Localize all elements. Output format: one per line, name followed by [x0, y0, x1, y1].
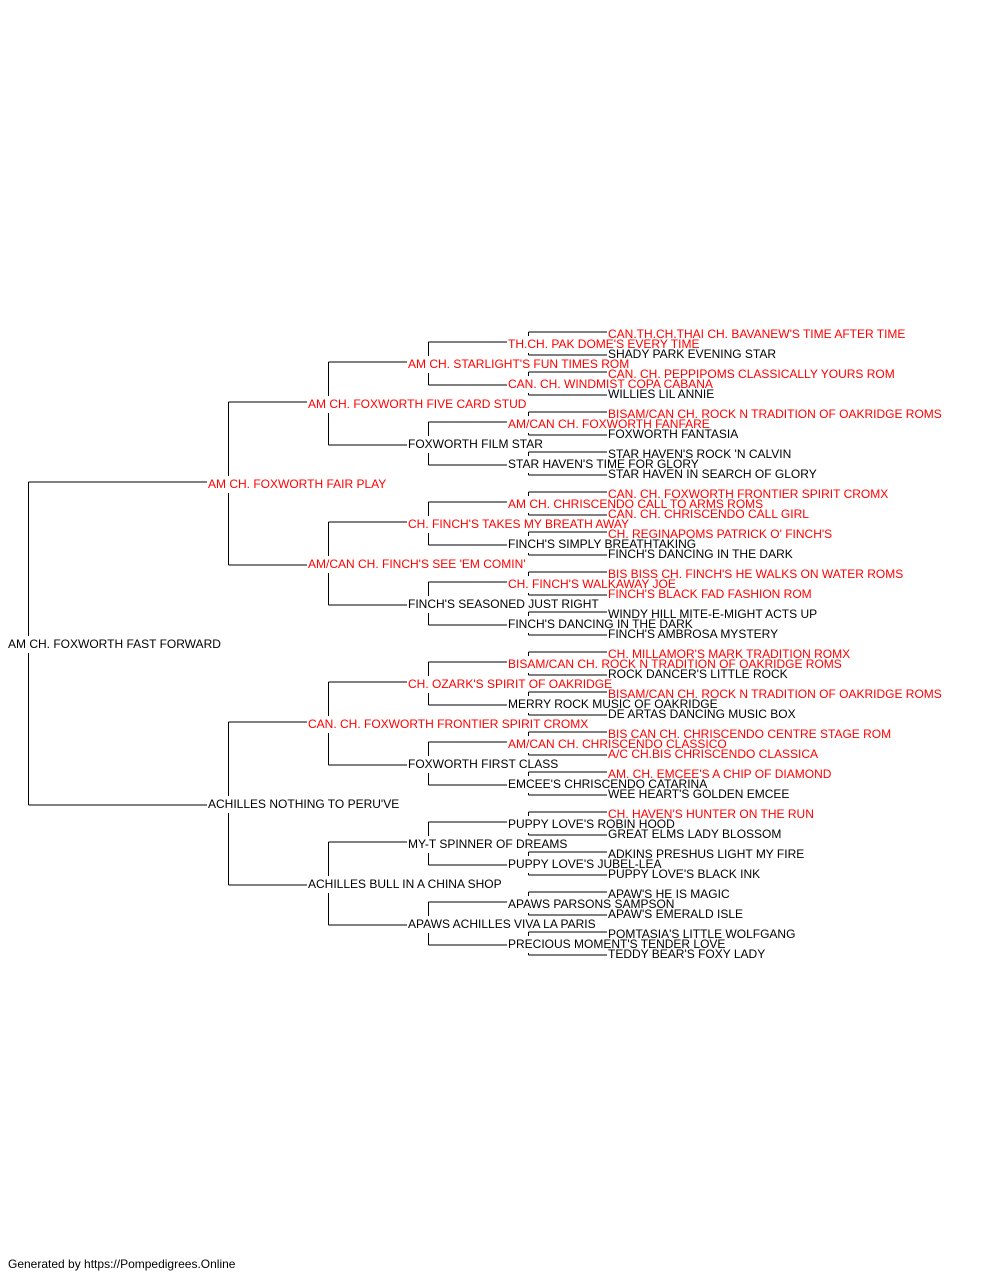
ancestor-name: AM CH. FOXWORTH FAST FORWARD — [8, 637, 221, 651]
ancestor-name: STAR HAVEN'S TIME FOR GLORY — [508, 457, 699, 471]
ancestor-name: FINCH'S BLACK FAD FASHION ROM — [608, 587, 812, 601]
ancestor-name: AM. CH. EMCEE'S A CHIP OF DIAMOND — [608, 767, 832, 781]
ancestor-name: AM CH. FOXWORTH FAIR PLAY — [208, 477, 386, 491]
ancestor-name: A/C CH.BIS CHRISCENDO CLASSICA — [608, 747, 818, 761]
ancestor-name: CAN. CH. FOXWORTH FRONTIER SPIRIT CROMX — [608, 487, 888, 501]
ancestor-name: CAN. CH. WINDMIST COPA CABANA — [508, 377, 713, 391]
ancestor-name: MERRY ROCK MUSIC OF OAKRIDGE — [508, 697, 718, 711]
ancestor-name: AM CH. STARLIGHT'S FUN TIMES ROM — [408, 357, 629, 371]
ancestor-name: ACHILLES NOTHING TO PERU'VE — [208, 797, 399, 811]
ancestor-name: AM CH. CHRISCENDO CALL TO ARMS ROMS — [508, 497, 763, 511]
ancestor-name: AM/CAN CH. FOXWORTH FANFARE — [508, 417, 710, 431]
ancestor-name: WILLIES LIL ANNIE — [608, 387, 714, 401]
ancestor-name: FOXWORTH FANTASIA — [608, 427, 738, 441]
ancestor-name: CAN. CH. PEPPIPOMS CLASSICALLY YOURS ROM — [608, 367, 895, 381]
ancestor-name: CH. MILLAMOR'S MARK TRADITION ROMX — [608, 647, 850, 661]
ancestor-name: FINCH'S AMBROSA MYSTERY — [608, 627, 778, 641]
ancestor-name: ADKINS PRESHUS LIGHT MY FIRE — [608, 847, 804, 861]
ancestor-name: ACHILLES BULL IN A CHINA SHOP — [308, 877, 502, 891]
ancestor-name: CH. REGINAPOMS PATRICK O' FINCH'S — [608, 527, 832, 541]
ancestor-name: PUPPY LOVE'S ROBIN HOOD — [508, 817, 675, 831]
ancestor-name: CAN.TH.CH.THAI CH. BAVANEW'S TIME AFTER … — [608, 327, 905, 341]
ancestor-name: ROCK DANCER'S LITTLE ROCK — [608, 667, 788, 681]
ancestor-name: WINDY HILL MITE-E-MIGHT ACTS UP — [608, 607, 817, 621]
ancestor-name: GREAT ELMS LADY BLOSSOM — [608, 827, 781, 841]
ancestor-name: BIS CAN CH. CHRISCENDO CENTRE STAGE ROM — [608, 727, 891, 741]
ancestor-name: FOXWORTH FILM STAR — [408, 437, 543, 451]
ancestor-name: TEDDY BEAR'S FOXY LADY — [608, 947, 765, 961]
ancestor-name: BISAM/CAN CH. ROCK N TRADITION OF OAKRID… — [608, 407, 942, 421]
ancestor-name: CH. HAVEN'S HUNTER ON THE RUN — [608, 807, 814, 821]
ancestor-name: BISAM/CAN CH. ROCK N TRADITION OF OAKRID… — [608, 687, 942, 701]
ancestor-name: SHADY PARK EVENING STAR — [608, 347, 776, 361]
ancestor-name: FINCH'S DANCING IN THE DARK — [508, 617, 693, 631]
ancestor-name: STAR HAVEN'S ROCK 'N CALVIN — [608, 447, 791, 461]
ancestor-name: BISAM/CAN CH. ROCK N TRADITION OF OAKRID… — [508, 657, 842, 671]
ancestor-name: APAW'S EMERALD ISLE — [608, 907, 743, 921]
ancestor-name: AM/CAN CH. FINCH'S SEE 'EM COMIN' — [308, 557, 526, 571]
ancestor-name: CAN. CH. CHRISCENDO CALL GIRL — [608, 507, 809, 521]
ancestor-name: BIS BISS CH. FINCH'S HE WALKS ON WATER R… — [608, 567, 903, 581]
ancestor-name: FINCH'S SEASONED JUST RIGHT — [408, 597, 599, 611]
ancestor-name: FINCH'S DANCING IN THE DARK — [608, 547, 793, 561]
footer-credit: Generated by https://Pompedigrees.Online — [8, 1257, 236, 1271]
ancestor-name: PRECIOUS MOMENT'S TENDER LOVE — [508, 937, 725, 951]
ancestor-name: CH. FINCH'S TAKES MY BREATH AWAY — [408, 517, 629, 531]
ancestor-name: APAWS ACHILLES VIVA LA PARIS — [408, 917, 596, 931]
ancestor-name: EMCEE'S CHRISCENDO CATARINA — [508, 777, 707, 791]
ancestor-name: WEE HEART'S GOLDEN EMCEE — [608, 787, 789, 801]
ancestor-name: POMTASIA'S LITTLE WOLFGANG — [608, 927, 795, 941]
ancestor-name: TH.CH. PAK DOME'S EVERY TIME — [508, 337, 699, 351]
ancestor-name: FOXWORTH FIRST CLASS — [408, 757, 558, 771]
ancestor-name: PUPPY LOVE'S JUBEL-LEA — [508, 857, 661, 871]
ancestor-name: AM/CAN CH. CHRISCENDO CLASSICO — [508, 737, 727, 751]
ancestor-name: FINCH'S SIMPLY BREATHTAKING — [508, 537, 696, 551]
ancestor-name: DE ARTAS DANCING MUSIC BOX — [608, 707, 796, 721]
ancestor-name: MY-T SPINNER OF DREAMS — [408, 837, 567, 851]
ancestor-name: CAN. CH. FOXWORTH FRONTIER SPIRIT CROMX — [308, 717, 588, 731]
ancestor-name: AM CH. FOXWORTH FIVE CARD STUD — [308, 397, 527, 411]
ancestor-name: STAR HAVEN IN SEARCH OF GLORY — [608, 467, 817, 481]
ancestor-name: CH. OZARK'S SPIRIT OF OAKRIDGE — [408, 677, 612, 691]
ancestor-name: PUPPY LOVE'S BLACK INK — [608, 867, 760, 881]
ancestor-name: APAWS PARSONS SAMPSON — [508, 897, 674, 911]
ancestor-name: APAW'S HE IS MAGIC — [608, 887, 730, 901]
ancestor-name: CH. FINCH'S WALKAWAY JOE — [508, 577, 676, 591]
